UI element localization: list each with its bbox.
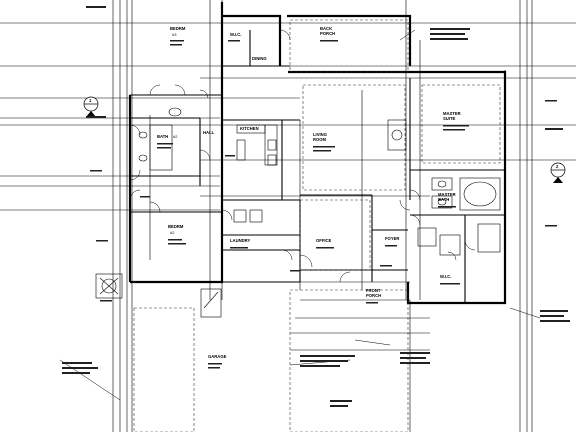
room-label-foyer: FOYER xyxy=(385,236,399,241)
section-marker-left-label: 1 xyxy=(89,98,92,103)
note-text-marks xyxy=(62,6,570,407)
room-number-bedroom-2: #2 xyxy=(170,230,175,235)
exterior-walls xyxy=(128,2,507,305)
room-label-back-porch-2: PORCH xyxy=(320,31,335,36)
room-number-bedroom-3: #3 xyxy=(172,32,177,37)
dashed-overlays xyxy=(133,19,501,432)
room-label-wic-top: W.I.C. xyxy=(230,32,241,37)
room-label-bath-2: BATH xyxy=(157,134,168,139)
fixtures xyxy=(95,107,501,318)
room-label-kitchen: KITCHEN xyxy=(240,126,259,131)
room-label-master-suite-2: SUITE xyxy=(443,116,456,121)
room-label-laundry: LAUNDRY xyxy=(230,238,251,243)
section-markers xyxy=(83,96,566,178)
room-label-wic-master: W.I.C. xyxy=(440,274,451,279)
room-label-dining: DINING xyxy=(252,56,267,61)
room-label-living: LIVING xyxy=(313,132,327,137)
section-marker-right-label: 2 xyxy=(556,164,559,169)
room-label-back-porch: BACK xyxy=(320,26,332,31)
room-label-front-porch-2: PORCH xyxy=(366,293,381,298)
room-label-master-bath: MASTER xyxy=(438,192,456,197)
room-label-living-2: ROOM xyxy=(313,137,327,142)
section-arrow-right xyxy=(553,177,563,183)
room-number-bath-2: #2 xyxy=(173,134,178,139)
room-label-front-porch: FRONT xyxy=(366,288,381,293)
section-arrow-left xyxy=(86,111,96,117)
room-label-master-bath-2: BATH xyxy=(438,197,449,202)
room-label-garage: GARAGE xyxy=(208,354,227,359)
door-swings xyxy=(129,29,476,283)
room-label-bedroom-2: BEDRM xyxy=(168,224,184,229)
room-label-master-suite: MASTER xyxy=(443,111,461,116)
interior-walls xyxy=(130,30,505,303)
room-label-bedroom-3: BEDRM xyxy=(170,26,186,31)
room-label-hall: HALL xyxy=(203,130,215,135)
dimension-text-marks xyxy=(90,40,557,369)
room-labels: BEDRM #3 W.I.C. BACK PORCH DINING BATH #… xyxy=(157,26,461,359)
room-label-office: OFFICE xyxy=(316,238,332,243)
